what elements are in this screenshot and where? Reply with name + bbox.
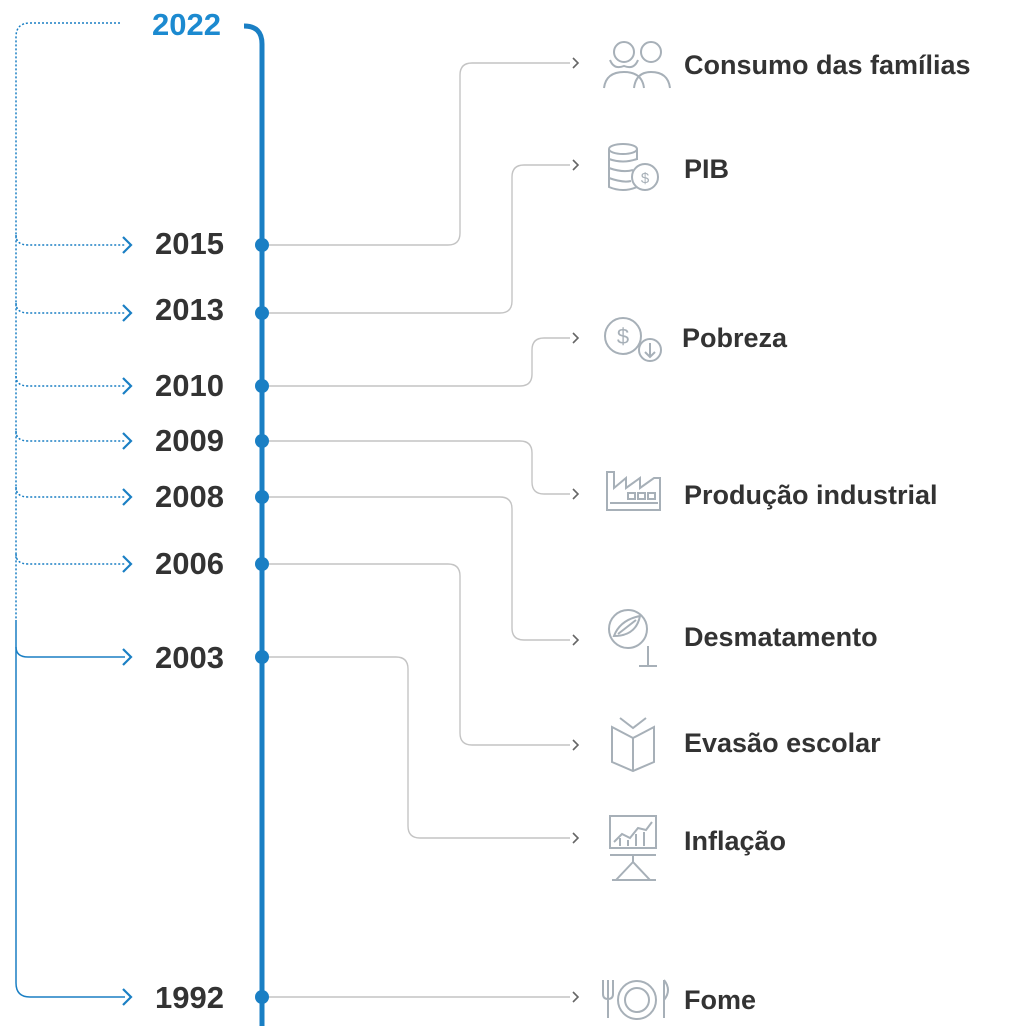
svg-text:$: $ (641, 170, 650, 187)
year-arrow-2013 (122, 304, 133, 322)
year-branch-2009 (15, 430, 125, 442)
link-arrow-desmatamento (572, 634, 580, 646)
link-producao (262, 440, 570, 495)
year-label-1992: 1992 (155, 980, 224, 1015)
year-label-2015: 2015 (155, 226, 224, 261)
year-branches (15, 234, 133, 1006)
link-arrow-pib (572, 159, 580, 171)
link-arrow-inflacao (572, 832, 580, 844)
bracket-bottom-solid (15, 620, 125, 998)
indicator-label-desmatamento: Desmatamento (684, 622, 878, 652)
indicator-label-pobreza: Pobreza (682, 323, 788, 353)
year-branch-2010 (15, 375, 125, 387)
year-arrow-2010 (122, 377, 133, 395)
indicator-label-pib: PIB (684, 154, 730, 184)
year-dot-2013 (255, 306, 269, 320)
year-label-2009: 2009 (155, 423, 224, 458)
indicator-links (262, 57, 580, 1003)
main-timeline-axis (243, 23, 265, 1026)
year-arrow-2003 (122, 648, 133, 666)
plate-cutlery-icon (602, 979, 669, 1020)
year-label-2013: 2013 (155, 292, 224, 327)
year-dot-2003 (255, 650, 269, 664)
link-arrow-producao (572, 488, 580, 500)
indicator-label-evasao: Evasão escolar (684, 728, 881, 758)
svg-text:$: $ (617, 324, 629, 349)
year-branch-2013 (15, 302, 125, 314)
year-branch-2003 (15, 646, 125, 658)
year-arrow-1992 (122, 988, 133, 1006)
year-dot-2006 (255, 557, 269, 571)
year-label-2008: 2008 (155, 479, 224, 514)
year-arrow-2006 (122, 555, 133, 573)
year-branch-2015 (15, 234, 125, 246)
indicator-label-fome: Fome (684, 985, 757, 1015)
year-arrow-2009 (122, 432, 133, 450)
chart-board-icon (609, 815, 657, 881)
leaf-icon (608, 609, 657, 667)
factory-icon (606, 471, 661, 511)
indicator-label-producao: Produção industrial (684, 480, 938, 510)
link-evasao (262, 563, 570, 746)
link-consumo (262, 62, 570, 246)
link-inflacao (262, 656, 570, 839)
year-arrow-2015 (122, 236, 133, 254)
indicator-icons: $ $ (602, 41, 671, 1020)
year-dot-2015 (255, 238, 269, 252)
indicator-label-consumo: Consumo das famílias (684, 50, 971, 80)
year-arrow-2008 (122, 488, 133, 506)
year-dot-1992 (255, 990, 269, 1004)
link-arrow-consumo (572, 57, 580, 69)
link-arrow-pobreza (572, 332, 580, 344)
link-arrow-fome (572, 991, 580, 1003)
year-dot-2008 (255, 490, 269, 504)
year-branch-2008 (15, 486, 125, 498)
year-dot-2009 (255, 434, 269, 448)
year-branch-2006 (15, 553, 125, 565)
bracket-top-dotted (15, 22, 120, 620)
year-label-2010: 2010 (155, 368, 224, 403)
year-label-2006: 2006 (155, 546, 224, 581)
people-icon (603, 41, 671, 89)
link-arrow-evasao (572, 739, 580, 751)
year-dot-2010 (255, 379, 269, 393)
dollar-down-icon: $ (604, 317, 662, 362)
year-dots (255, 238, 269, 1004)
link-pib (262, 164, 570, 314)
link-pobreza (262, 337, 570, 387)
indicator-label-inflacao: Inflação (684, 826, 787, 856)
year-label-current: 2022 (152, 7, 221, 42)
coins-dollar-icon: $ (608, 143, 659, 191)
link-desmatamento (262, 496, 570, 641)
book-icon (611, 717, 655, 773)
year-label-2003: 2003 (155, 640, 224, 675)
